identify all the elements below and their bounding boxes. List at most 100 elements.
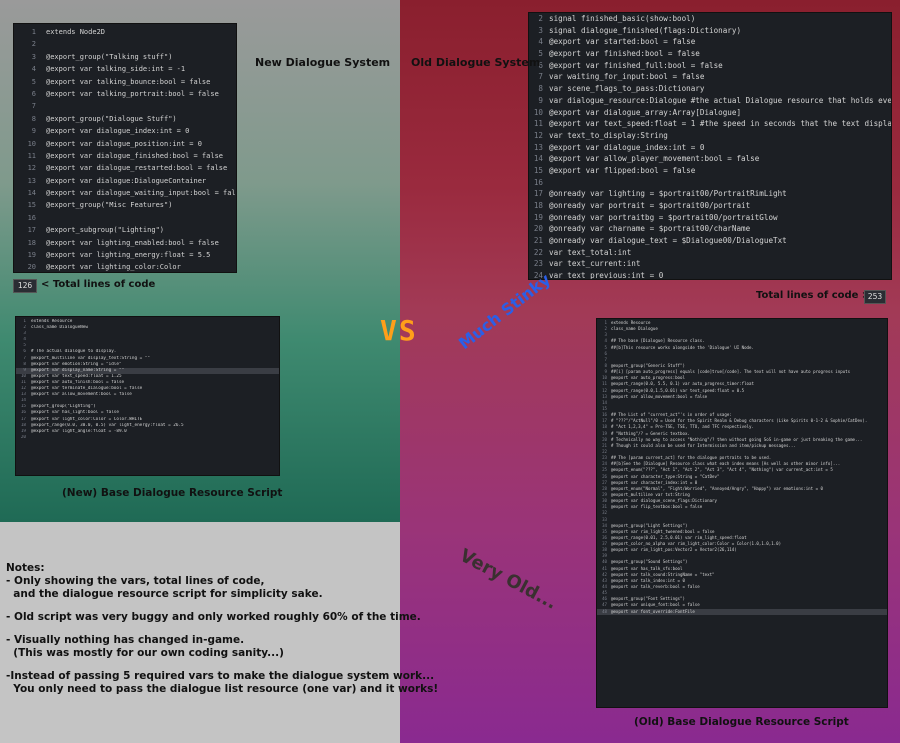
line-number: 16 [602,412,607,418]
line-text: @export var dialogue_position:int = 0 [46,139,202,148]
line-text: @export var lighting_color:Color [46,263,181,272]
line-number: 5 [31,77,36,86]
line-number: 39 [602,553,607,559]
line-text: signal dialogue_finished(flags:Dictionar… [549,25,742,35]
line-number: 31 [602,504,607,510]
line-text: @export_group("Dialogue Stuff") [46,114,177,123]
code-line: 17@onready var lighting = $portrait00/Po… [529,188,891,200]
code-line: 36@export_range(0.01, 2.5,0.01) var rim_… [597,535,887,541]
line-number: 20 [602,436,607,442]
line-number: 17 [533,189,543,199]
line-number: 9 [538,95,543,105]
line-number: 17 [20,416,26,422]
line-number: 32 [602,510,607,516]
code-line: 10@export var text_speed:float = 1.25 [16,374,279,380]
line-text: # "???"/"ActNull"/0 = Used for the Spiri… [611,418,868,424]
code-line: 13@export var allow_movement:bool = fals… [597,394,887,400]
line-number: 1 [23,319,26,324]
line-number: 5 [538,49,543,59]
code-line: 33 [597,517,887,523]
line-text: # Technically no way to access "Nothing"… [611,436,863,442]
old-resource-caption: (Old) Base Dialogue Resource Script [634,716,849,728]
line-number: 10 [602,375,607,381]
code-line: 7@export_multiline var display_text:Stri… [16,356,279,362]
line-number: 24 [602,461,607,467]
line-text: @onready var dialogue_text = $Dialogue00… [549,236,787,246]
code-line: 15@export_group("Misc Features") [14,199,236,211]
code-line: 29@export_multiline var txt:String [597,492,887,498]
code-line: 21# Though it could also be used for Int… [597,443,887,449]
note-line: - Old script was very buggy and only wor… [6,611,421,623]
line-text: @export var lighting_energy:float = 5.5 [46,251,211,260]
code-line: 27@export var character_index:int = 0 [597,480,887,486]
line-text: @export_group("Misc Features") [46,201,173,210]
code-line: 14@export var allow_player_movement:bool… [529,153,891,165]
line-text: @export_multiline var txt:String [611,491,690,497]
note-line: Notes: [6,562,45,574]
code-line: 19@export var lighting_energy:float = 5.… [14,249,236,261]
line-text: @export var talk_sound:StringName = "tex… [611,571,715,577]
line-number: 44 [602,584,607,590]
code-line: 18@export var lighting_enabled:bool = fa… [14,237,236,249]
line-text: @export_group("Light Settings") [611,522,688,528]
line-number: 7 [23,355,26,361]
code-line: 24##[b]See the [Dialogue] Resource class… [597,461,887,467]
line-number: 4 [23,337,26,343]
line-number: 16 [533,177,543,187]
new-system-title: New Dialogue System [255,56,391,69]
line-number: 15 [533,165,543,175]
code-line: 11@export_range(0.0, 5.5, 0.1) var auto_… [597,381,887,387]
code-line: 7 [597,357,887,363]
line-number: 18 [27,238,36,247]
old-total-count: 253 [864,290,886,304]
note-line [6,660,398,670]
code-line: 6# The actual dialogue to display. [16,349,279,355]
code-line: 18# "Act 1,2,3,4" = Pre-TSE, TSE, TTO, a… [597,424,887,430]
code-line: 18@export_range(0.0, 30.0, 0.5) var ligh… [16,423,279,429]
code-line: 8@export_group("Dialogue Stuff") [14,113,236,125]
line-number: 17 [27,226,36,235]
line-number: 18 [602,424,607,430]
code-line: 17@export var light_color:Color = Color.… [16,417,279,423]
line-text: @export var started:bool = false [549,37,696,47]
line-text: extends Node2D [46,28,106,36]
line-text: @export var talk_index:int = 0 [611,577,685,583]
line-number: 13 [27,176,36,185]
line-text: @export var has_talk_sfx:bool [611,565,683,571]
code-line: 12@export_range(0.0,1.5,0.01) var text_s… [597,388,887,394]
line-text: @export_group("Talking stuff") [46,52,173,61]
code-line: 23## The [param current_act] for the dia… [597,455,887,461]
vs-label: VS [380,314,418,347]
line-number: 21 [533,236,543,246]
code-line: 22 [597,449,887,455]
code-line: 12@export var dialogue_restarted:bool = … [14,162,236,174]
line-text: ## The List of "current_act"'s in order … [611,412,732,418]
line-text: @export_subgroup("Lighting") [46,226,165,235]
line-number: 19 [602,430,607,436]
line-number: 21 [602,442,607,448]
line-number: 22 [602,448,607,454]
line-number: 36 [602,534,607,540]
old-total-label: Total lines of code > [756,290,871,301]
line-text: @export var auto_progress:bool [611,375,685,381]
line-text: @export_range(0.0, 30.0, 0.5) var light_… [31,422,184,428]
line-number: 12 [533,130,543,140]
line-text: @export_group("Generic Stuff") [611,362,685,368]
code-line: 17 @export_subgroup("Lighting") [14,224,236,236]
code-line: 4@export var talking_side:int = -1 [14,63,236,75]
line-text: var text_current:int [549,259,641,269]
line-number: 10 [533,107,543,117]
note-line [6,601,398,611]
note-line: - Only showing the vars, total lines of … [6,575,265,587]
note-line [6,624,398,634]
line-number: 2 [31,40,36,49]
line-text: @onready var portrait = $portrait00/port… [549,201,751,210]
